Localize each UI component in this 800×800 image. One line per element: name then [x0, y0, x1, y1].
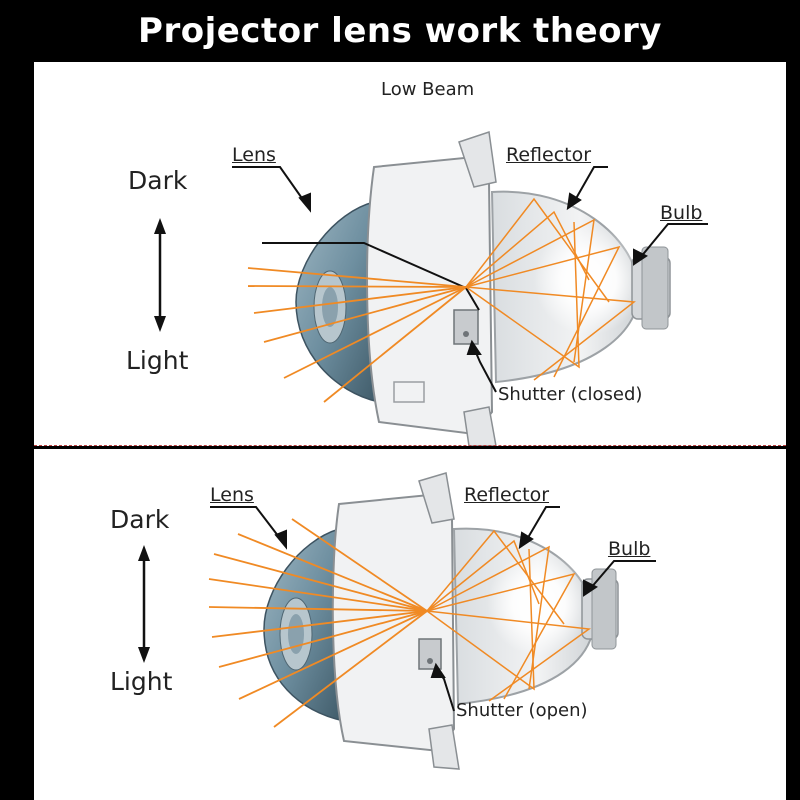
high-beam-diagram [138, 472, 656, 770]
reflector-label: Reflector [464, 484, 550, 506]
lens-label: Lens [232, 144, 276, 166]
housing-icon [366, 131, 497, 446]
panel-divider [34, 445, 786, 446]
shutter-closed-label: Shutter (closed) [498, 384, 643, 405]
low-beam-panel: Low Beam Dark Light Lens Reflector Bulb … [34, 62, 786, 446]
dark-light-arrow [154, 218, 166, 332]
bulb-label: Bulb [660, 202, 703, 224]
output-rays [247, 267, 467, 403]
reflector-rays [465, 197, 636, 381]
high-beam-panel: Dark Light Lens Reflector Bulb Shutter (… [34, 449, 786, 800]
dark-label: Dark [128, 166, 188, 195]
shutter-icon [418, 638, 442, 670]
lens-label: Lens [210, 484, 254, 506]
cutoff-line [262, 242, 480, 311]
housing-icon [331, 472, 460, 770]
light-label: Light [110, 667, 173, 696]
light-label: Light [126, 346, 189, 375]
dark-light-arrow [138, 545, 150, 663]
low-beam-heading: Low Beam [381, 79, 475, 100]
dark-label: Dark [110, 505, 170, 534]
page-title: Projector lens work theory [138, 11, 662, 51]
reflector-label: Reflector [506, 144, 592, 166]
shutter-open-label: Shutter (open) [456, 700, 588, 721]
callout-arrows [232, 166, 708, 393]
bulb-label: Bulb [608, 538, 651, 560]
shutter-icon [453, 309, 479, 345]
bulb-icon [487, 552, 619, 656]
output-rays [208, 518, 428, 728]
low-beam-diagram [154, 131, 708, 446]
callout-arrows [210, 506, 656, 712]
reflector-rays [426, 529, 592, 702]
header-bar: Projector lens work theory [0, 0, 800, 62]
